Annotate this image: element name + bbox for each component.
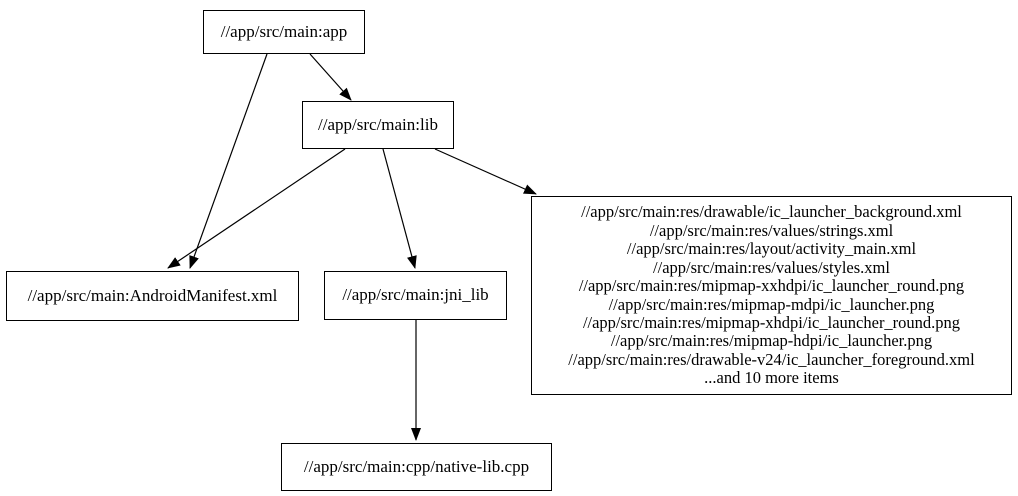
- node-jni-lib-label: //app/src/main:jni_lib: [342, 285, 489, 305]
- res-file-line: //app/src/main:res/drawable/ic_launcher_…: [581, 202, 962, 222]
- edge-app-to-lib: [309, 53, 352, 101]
- node-lib: //app/src/main:lib: [302, 101, 454, 149]
- node-res-group: //app/src/main:res/drawable/ic_launcher_…: [531, 196, 1012, 395]
- res-file-line: //app/src/main:res/mipmap-xxhdpi/ic_laun…: [578, 276, 965, 296]
- node-app: //app/src/main:app: [203, 10, 365, 54]
- node-native-lib-cpp-label: //app/src/main:cpp/native-lib.cpp: [303, 456, 530, 476]
- node-lib-label: //app/src/main:lib: [318, 114, 438, 134]
- node-jni-lib: //app/src/main:jni_lib: [324, 271, 507, 320]
- node-android-manifest-label: //app/src/main:AndroidManifest.xml: [27, 285, 278, 305]
- res-file-line: //app/src/main:res/values/strings.xml: [649, 220, 894, 240]
- node-native-lib-cpp: //app/src/main:cpp/native-lib.cpp: [281, 443, 552, 491]
- res-file-line: //app/src/main:res/values/styles.xml: [653, 257, 890, 277]
- edge-lib-to-manifest: [167, 148, 346, 269]
- edge-app-to-manifest: [189, 53, 268, 269]
- res-file-line: //app/src/main:res/mipmap-hdpi/ic_launch…: [610, 331, 933, 351]
- res-file-line: //app/src/main:res/mipmap-mdpi/ic_launch…: [608, 294, 935, 314]
- res-file-line: //app/src/main:res/mipmap-xhdpi/ic_launc…: [582, 312, 961, 332]
- res-more-items-line: ...and 10 more items: [704, 368, 839, 388]
- node-android-manifest: //app/src/main:AndroidManifest.xml: [6, 271, 299, 321]
- res-file-line: //app/src/main:res/drawable-v24/ic_launc…: [568, 349, 975, 369]
- node-app-label: //app/src/main:app: [220, 21, 348, 41]
- res-file-line: //app/src/main:res/layout/activity_main.…: [626, 239, 917, 259]
- edge-lib-to-res-group: [434, 148, 537, 195]
- edge-lib-to-jni-lib: [382, 148, 417, 269]
